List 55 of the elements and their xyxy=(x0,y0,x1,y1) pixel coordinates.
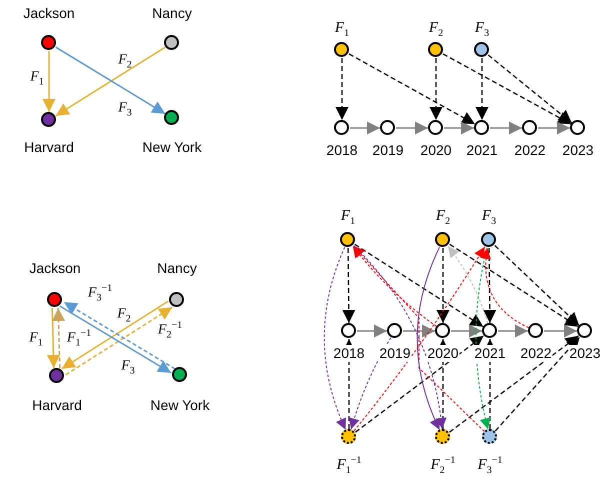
variable-label: F$_{2}$ xyxy=(428,20,444,37)
arrow xyxy=(498,324,528,338)
arrow xyxy=(494,336,580,432)
variable-label: F$_{2}$ xyxy=(434,208,452,225)
arrow xyxy=(352,246,437,327)
edge-label: F$_{2}$ xyxy=(116,306,132,322)
arrow xyxy=(348,337,392,430)
arrow xyxy=(416,246,440,430)
node-label: Nancy xyxy=(151,5,193,22)
arrow xyxy=(444,122,474,134)
arrow xyxy=(449,335,579,433)
variable-label: F$_{1}$ xyxy=(334,20,350,37)
arrow xyxy=(476,247,491,430)
node-label: 2020 xyxy=(426,345,460,362)
variable-label: F$_{3}$ xyxy=(480,208,498,225)
variable-label: F$_{3}$ xyxy=(474,20,490,37)
arrow xyxy=(342,248,356,323)
arrow xyxy=(348,53,476,125)
arrow xyxy=(451,324,482,338)
arrow xyxy=(436,248,450,323)
node-label: 2022 xyxy=(519,345,553,362)
arrow xyxy=(480,247,530,328)
edge-label: F$_{3}$ xyxy=(117,100,133,116)
arrow xyxy=(350,122,380,134)
arrow xyxy=(442,53,572,125)
edge-label: F$_{3}$ xyxy=(120,358,136,374)
arrow xyxy=(449,244,579,328)
node-label: 2019 xyxy=(378,345,412,362)
edge-label: F$_{1}$ xyxy=(28,330,44,346)
arrow xyxy=(483,248,496,323)
arrow xyxy=(336,58,348,120)
arrow xyxy=(396,122,428,134)
arrow xyxy=(42,51,56,112)
node-label: Nancy xyxy=(156,260,198,277)
edge-label: F$_{1}$ xyxy=(29,70,45,84)
arrow xyxy=(430,58,442,120)
arrow xyxy=(52,308,66,368)
arrow xyxy=(448,246,488,324)
arrow xyxy=(494,245,580,326)
arrow xyxy=(354,244,484,328)
arrow xyxy=(488,54,572,124)
arrow xyxy=(353,245,446,430)
arrow xyxy=(324,246,346,430)
edge-label: F$_{2}$ xyxy=(117,52,133,68)
arrow xyxy=(403,324,435,338)
arrow xyxy=(538,122,570,134)
node-label: 2018 xyxy=(332,345,366,362)
arrow xyxy=(357,324,387,338)
arrow xyxy=(46,308,60,368)
arrow xyxy=(476,58,488,120)
arrow xyxy=(355,335,484,433)
variable-label: F$_{1}$ xyxy=(340,208,356,225)
node-label: 2021 xyxy=(473,345,507,362)
arrow xyxy=(544,324,577,338)
arrow xyxy=(490,122,522,134)
